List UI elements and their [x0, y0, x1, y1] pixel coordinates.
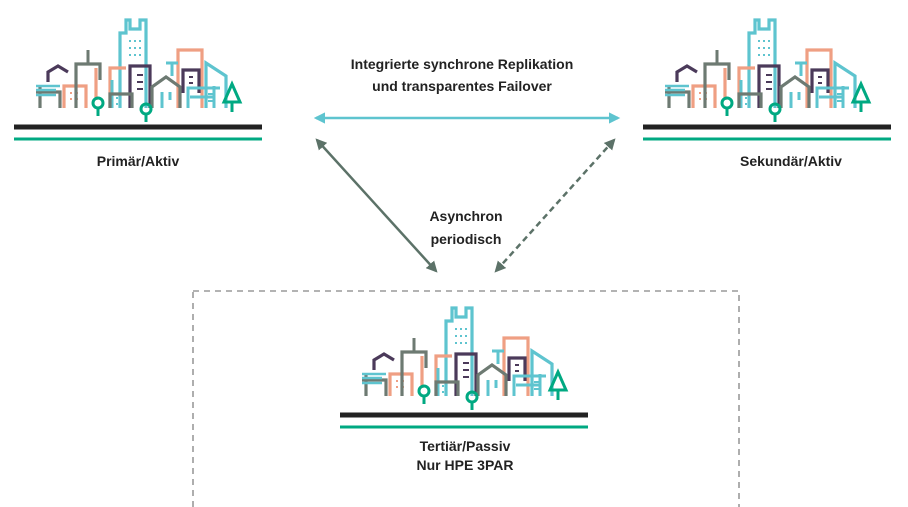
city-skyline-icon	[14, 20, 262, 139]
secondary-site-label: Sekundär/Aktiv	[740, 153, 842, 169]
sync-replication-link: Integrierte synchrone Replikation und tr…	[313, 56, 621, 124]
async-label-line2: periodisch	[431, 231, 502, 247]
async-label-line1: Asynchron	[429, 208, 502, 224]
tertiary-site-label-line1: Tertiär/Passiv	[420, 438, 511, 454]
async-arrow-primary-tertiary	[315, 138, 438, 273]
city-skyline-icon	[340, 308, 588, 427]
async-arrow-secondary-tertiary	[494, 138, 616, 273]
tertiary-site: Tertiär/Passiv Nur HPE 3PAR	[192, 290, 740, 507]
primary-site: Primär/Aktiv	[14, 20, 262, 169]
tertiary-site-border	[192, 290, 740, 507]
async-replication-links: Asynchron periodisch	[315, 138, 616, 273]
sync-label-line2: und transparentes Failover	[372, 78, 552, 94]
city-skyline-icon	[643, 20, 891, 139]
tertiary-site-label-line2: Nur HPE 3PAR	[417, 457, 514, 473]
sync-label-line1: Integrierte synchrone Replikation	[351, 56, 574, 72]
secondary-site: Sekundär/Aktiv	[643, 20, 891, 169]
primary-site-label: Primär/Aktiv	[97, 153, 180, 169]
